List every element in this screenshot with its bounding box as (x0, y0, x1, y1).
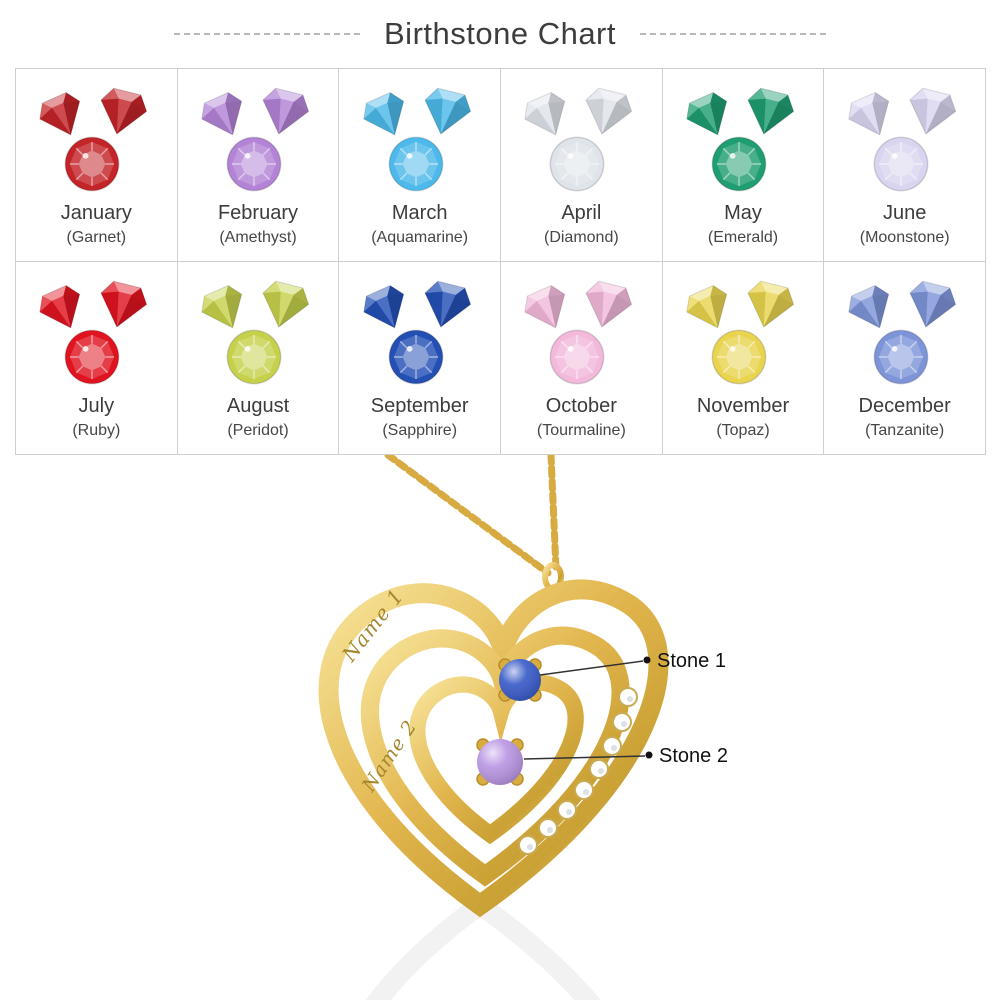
header: Birthstone Chart (0, 16, 1000, 52)
gem-icon (736, 75, 804, 143)
stone-name: (Emerald) (707, 229, 779, 246)
stone-name: (Amethyst) (219, 229, 297, 246)
title-dash-left (174, 33, 360, 35)
gem-icon (898, 268, 966, 336)
necklace-illustration: Name 1 Name 2 Stone 1 Stone 2 (0, 451, 728, 1000)
gem-icon (89, 268, 157, 336)
stone-name: (Aquamarine) (371, 229, 469, 246)
gem-icon (736, 268, 804, 336)
gem-icon (710, 135, 768, 193)
stone-name: (Tourmaline) (536, 422, 626, 439)
gem-cluster-august (183, 274, 333, 390)
stone-2-gem (476, 738, 524, 786)
stone-2-label: Stone 2 (659, 745, 728, 767)
page-title: Birthstone Chart (384, 16, 616, 51)
stone-1-gem (498, 658, 542, 702)
gem-icon (548, 328, 606, 386)
month-cell-july: July (Ruby) (16, 262, 178, 455)
gem-cluster-january (21, 81, 171, 197)
gem-cluster-april (506, 81, 656, 197)
month-name: October (545, 395, 617, 417)
month-name: February (217, 202, 298, 224)
gem-icon (251, 268, 319, 336)
month-cell-december: December (Tanzanite) (824, 262, 986, 455)
gem-cluster-october (506, 274, 656, 390)
month-cell-november: November (Topaz) (662, 262, 825, 455)
necklace-chain (384, 451, 560, 577)
month-cell-february: February (Amethyst) (177, 69, 340, 262)
month-name: September (370, 395, 469, 417)
gem-icon (387, 328, 445, 386)
gem-icon (413, 268, 481, 336)
gem-cluster-november (668, 274, 818, 390)
stone-name: (Diamond) (543, 229, 619, 246)
month-name: June (882, 202, 927, 224)
gem-icon (574, 75, 642, 143)
stone-name: (Peridot) (227, 422, 289, 439)
month-cell-april: April (Diamond) (501, 69, 663, 262)
month-cell-january: January (Garnet) (16, 69, 178, 262)
callout-stone-1: Stone 1 (539, 650, 726, 676)
gem-icon (63, 135, 121, 193)
month-cell-august: August (Peridot) (177, 262, 340, 455)
gem-icon (574, 268, 642, 336)
gem-icon (898, 75, 966, 143)
gem-icon (251, 75, 319, 143)
gem-cluster-december (830, 274, 980, 390)
callout-stone-2: Stone 2 (523, 745, 728, 767)
month-name: March (391, 202, 448, 224)
month-name: July (78, 395, 115, 417)
birthstone-table: January (Garnet) February (Amethyst) Mar… (15, 68, 986, 455)
month-name: May (724, 202, 762, 224)
gem-icon (63, 328, 121, 386)
stone-name: (Moonstone) (859, 229, 950, 246)
gem-cluster-may (668, 81, 818, 197)
stone-name: (Tanzanite) (865, 422, 945, 439)
gem-icon (872, 328, 930, 386)
gem-cluster-march (345, 81, 495, 197)
month-name: April (561, 202, 602, 224)
gem-icon (413, 75, 481, 143)
month-name: January (60, 202, 132, 224)
month-cell-october: October (Tourmaline) (501, 262, 663, 455)
stone-name: (Topaz) (716, 422, 770, 439)
stone-name: (Ruby) (72, 422, 121, 439)
gem-icon (89, 75, 157, 143)
gem-icon (548, 135, 606, 193)
accent-stones (518, 687, 638, 855)
gem-icon (225, 135, 283, 193)
month-cell-may: May (Emerald) (662, 69, 825, 262)
stone-1-label: Stone 1 (657, 650, 726, 672)
stone-name: (Garnet) (66, 229, 127, 246)
gem-icon (872, 135, 930, 193)
month-name: December (858, 395, 951, 417)
gem-icon (225, 328, 283, 386)
pendant-image: Name 1 Name 2 Stone 1 Stone 2 (0, 451, 1000, 1000)
month-cell-june: June (Moonstone) (824, 69, 986, 262)
gem-cluster-february (183, 81, 333, 197)
stone-name: (Sapphire) (382, 422, 458, 439)
gem-cluster-july (21, 274, 171, 390)
gem-icon (387, 135, 445, 193)
gem-cluster-june (830, 81, 980, 197)
month-name: August (226, 395, 290, 417)
pendant-reflection (329, 905, 659, 1000)
month-cell-september: September (Sapphire) (339, 262, 501, 455)
gem-cluster-september (345, 274, 495, 390)
title-dash-right (640, 33, 826, 35)
gem-icon (710, 328, 768, 386)
month-name: November (696, 395, 790, 417)
month-cell-march: March (Aquamarine) (339, 69, 501, 262)
